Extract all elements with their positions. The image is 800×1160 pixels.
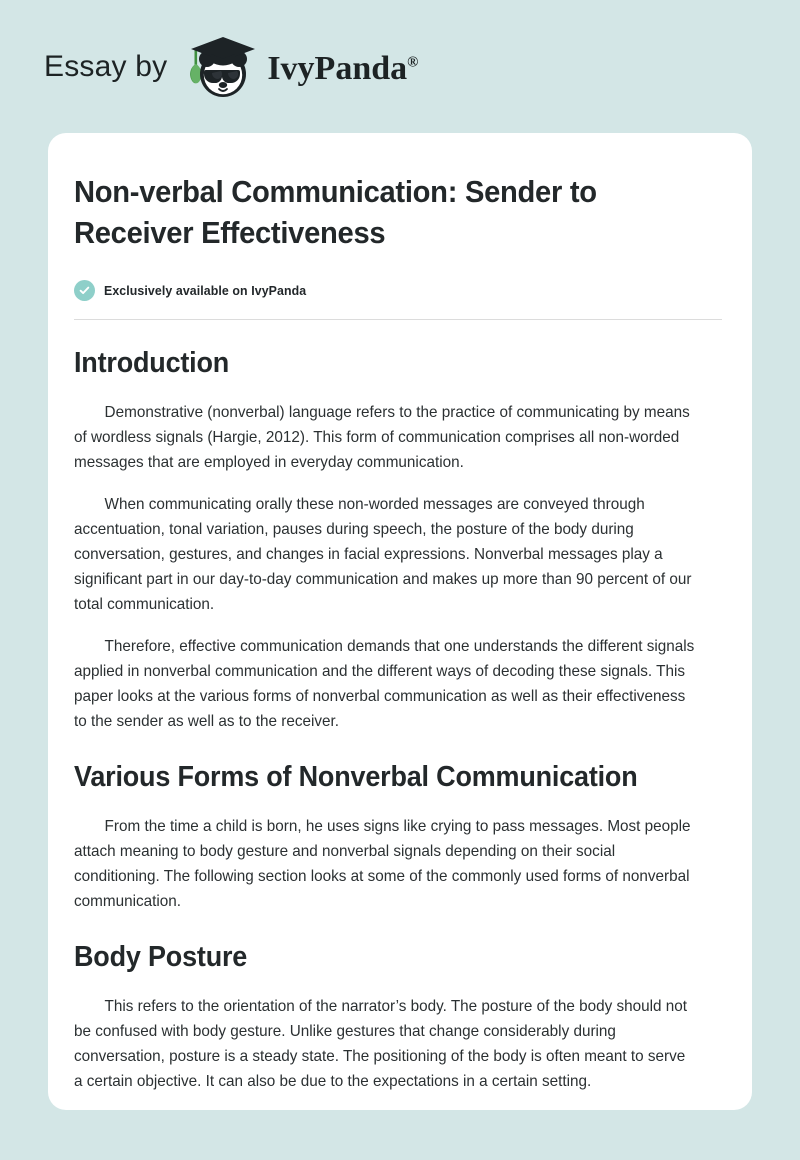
panda-graduate-icon (181, 34, 259, 100)
exclusive-availability-label: Exclusively available on IvyPanda (104, 282, 307, 298)
paragraph: Demonstrative (nonverbal) language refer… (74, 404, 690, 471)
ivypanda-wordmark: IvyPanda® (267, 49, 419, 87)
page-title: Non-verbal Communication: Sender to Rece… (74, 174, 597, 250)
check-circle-icon (74, 279, 95, 301)
essay-card: Non-verbal Communication: Sender to Rece… (48, 133, 752, 1110)
paragraph: When communicating orally these non-word… (74, 496, 692, 613)
brand-header: Essay by (0, 0, 800, 133)
section-heading-body-posture: Body Posture (74, 941, 248, 973)
paragraph: This refers to the orientation of the na… (74, 998, 687, 1090)
paragraph: From the time a child is born, he uses s… (74, 818, 691, 910)
essay-content: Non-verbal Communication: Sender to Rece… (74, 171, 722, 1094)
section-heading-introduction: Introduction (74, 347, 230, 379)
ivypanda-logo-link[interactable]: IvyPanda® (181, 34, 418, 100)
exclusive-availability-badge: Exclusively available on IvyPanda (74, 279, 722, 301)
title-divider (74, 319, 722, 320)
registered-trademark-icon: ® (407, 54, 419, 71)
essay-by-label: Essay by (44, 49, 168, 83)
section-heading-various-forms: Various Forms of Nonverbal Communication (74, 761, 638, 793)
brand-name-text: IvyPanda (267, 49, 408, 87)
paragraph: Therefore, effective communication deman… (74, 638, 695, 730)
